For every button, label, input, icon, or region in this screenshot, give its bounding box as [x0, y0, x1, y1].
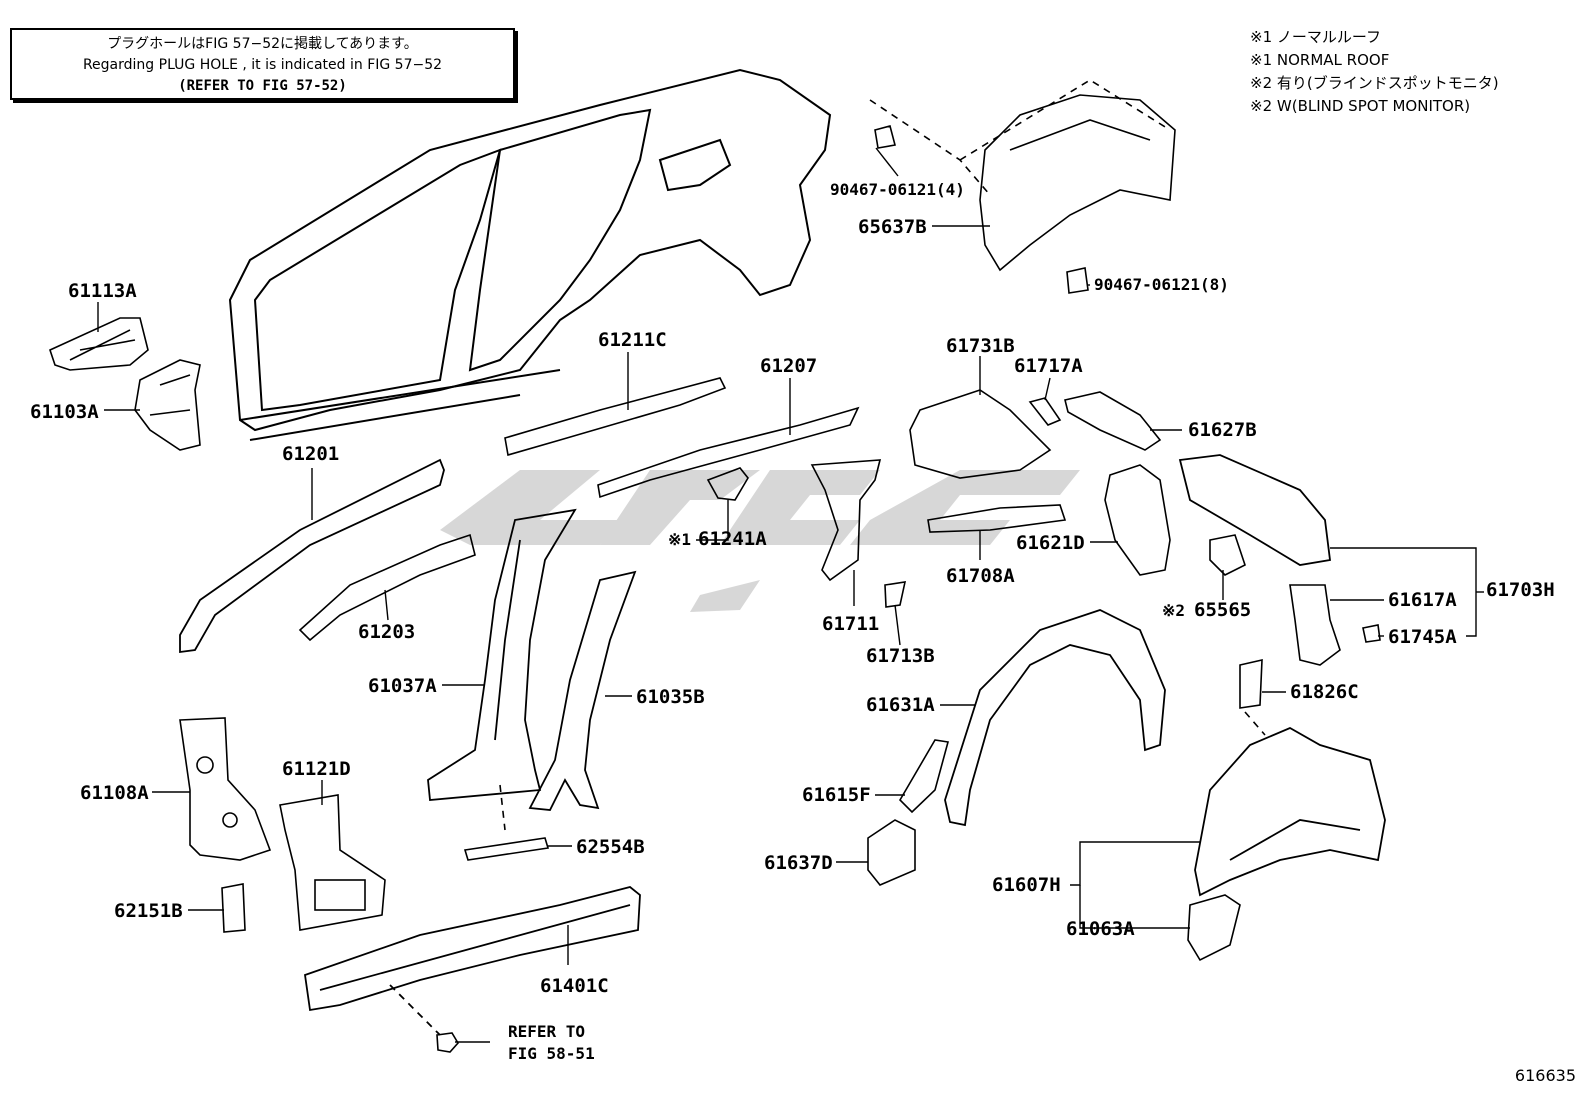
part-61607H-shape	[1194, 726, 1386, 897]
legend-line-2: ※1 NORMAL ROOF	[1250, 51, 1390, 69]
part-61241A-shape	[706, 467, 749, 501]
plug-hole-note: プラグホールはFIG 57−52に掲載してあります。 Regarding PLU…	[10, 28, 515, 100]
note-ref: (REFER TO FIG 57-52)	[178, 78, 347, 94]
note-en: Regarding PLUG HOLE , it is indicated in…	[82, 57, 443, 73]
label-65565-mark: ※2	[1162, 601, 1185, 620]
part-labels: 61113A 61103A 61201 61203 61211C 61207 ※…	[30, 180, 1555, 1063]
label-61607H: 61607H	[992, 874, 1061, 896]
label-61621D: 61621D	[1016, 532, 1085, 554]
watermark-logo	[440, 470, 1080, 612]
part-61035B-shape	[528, 570, 637, 811]
part-61037A-shape	[427, 508, 577, 801]
label-62554B: 62554B	[576, 836, 645, 858]
label-61627B: 61627B	[1188, 419, 1257, 441]
label-61615F: 61615F	[802, 784, 871, 806]
part-61703H-shape	[1178, 454, 1332, 566]
part-61708A-shape	[927, 504, 1067, 533]
part-61211C-shape	[504, 377, 727, 457]
part-61713B-shape	[884, 581, 907, 608]
part-61631A-shape	[944, 609, 1166, 827]
bolt-icon	[436, 1032, 490, 1053]
label-61717A: 61717A	[1014, 355, 1083, 377]
part-61201-shape	[179, 458, 445, 654]
label-90467-06121-8: 90467-06121(8)	[1094, 275, 1229, 294]
leader-lines	[97, 147, 1484, 965]
label-61113A: 61113A	[68, 280, 137, 302]
label-61731B: 61731B	[946, 335, 1015, 357]
label-61037A: 61037A	[368, 675, 437, 697]
part-61103A-shape	[134, 359, 201, 451]
label-61207: 61207	[760, 355, 817, 377]
label-61401C: 61401C	[540, 975, 609, 997]
part-62554B-shape	[463, 784, 550, 861]
label-61637D: 61637D	[764, 852, 833, 874]
legend: ※1 ノーマルルーフ ※1 NORMAL ROOF ※2 有り(ブラインドスポッ…	[1250, 26, 1499, 118]
part-61637D-shape	[867, 819, 916, 886]
label-61201: 61201	[282, 443, 339, 465]
part-61615F-shape	[898, 739, 950, 814]
part-61108A-shape	[179, 717, 272, 861]
label-61108A: 61108A	[80, 782, 149, 804]
label-61241A-mark: ※1	[668, 530, 691, 549]
part-65565-shape	[1209, 534, 1246, 576]
label-61035B: 61035B	[636, 686, 705, 708]
part-61745A-shape	[1362, 624, 1381, 643]
part-61401C-shape	[304, 886, 641, 1036]
clip-icon	[874, 125, 1089, 294]
label-61703H: 61703H	[1486, 579, 1555, 601]
part-65637B-shape	[869, 79, 1176, 272]
label-61063A: 61063A	[1066, 918, 1135, 940]
label-61631A: 61631A	[866, 694, 935, 716]
part-61826C-shape	[1239, 658, 1266, 736]
part-61121D-shape	[279, 794, 386, 931]
label-61745A: 61745A	[1388, 626, 1457, 648]
part-61621D-shape	[1104, 464, 1171, 576]
label-fig-58-51: FIG 58-51	[508, 1044, 595, 1063]
part-61731B-shape	[909, 389, 1052, 479]
label-61241A: 61241A	[698, 528, 767, 550]
part-62151B-shape	[221, 883, 246, 933]
label-61103A: 61103A	[30, 401, 99, 423]
legend-line-4: ※2 W(BLIND SPOT MONITOR)	[1250, 97, 1471, 115]
part-61207-shape	[597, 406, 860, 499]
note-jp: プラグホールはFIG 57−52に掲載してあります。	[107, 36, 418, 52]
side-outer-panel	[228, 68, 832, 441]
label-65565: 65565	[1194, 599, 1251, 621]
label-61121D: 61121D	[282, 758, 351, 780]
part-61627B-shape	[1064, 391, 1162, 451]
label-65637B: 65637B	[858, 216, 927, 238]
label-90467-06121-4: 90467-06121(4)	[830, 180, 965, 199]
figure-number: 616635	[1514, 1066, 1576, 1085]
label-61711: 61711	[822, 613, 879, 635]
legend-line-3: ※2 有り(ブラインドスポットモニタ)	[1250, 74, 1499, 92]
label-62151B: 62151B	[114, 900, 183, 922]
label-61708A: 61708A	[946, 565, 1015, 587]
part-61063A-shape	[1187, 894, 1241, 962]
label-61617A: 61617A	[1388, 589, 1457, 611]
label-refer-to: REFER TO	[508, 1022, 585, 1041]
label-61826C: 61826C	[1290, 681, 1359, 703]
label-61211C: 61211C	[598, 329, 667, 351]
part-61203-shape	[298, 533, 476, 642]
label-61713B: 61713B	[866, 645, 935, 667]
legend-line-1: ※1 ノーマルルーフ	[1250, 28, 1381, 46]
part-61617A-shape	[1289, 584, 1341, 666]
part-61711-shape	[810, 459, 882, 582]
part-61717A-shape	[1028, 397, 1062, 426]
part-61113A-shape	[49, 317, 149, 371]
label-61203: 61203	[358, 621, 415, 643]
